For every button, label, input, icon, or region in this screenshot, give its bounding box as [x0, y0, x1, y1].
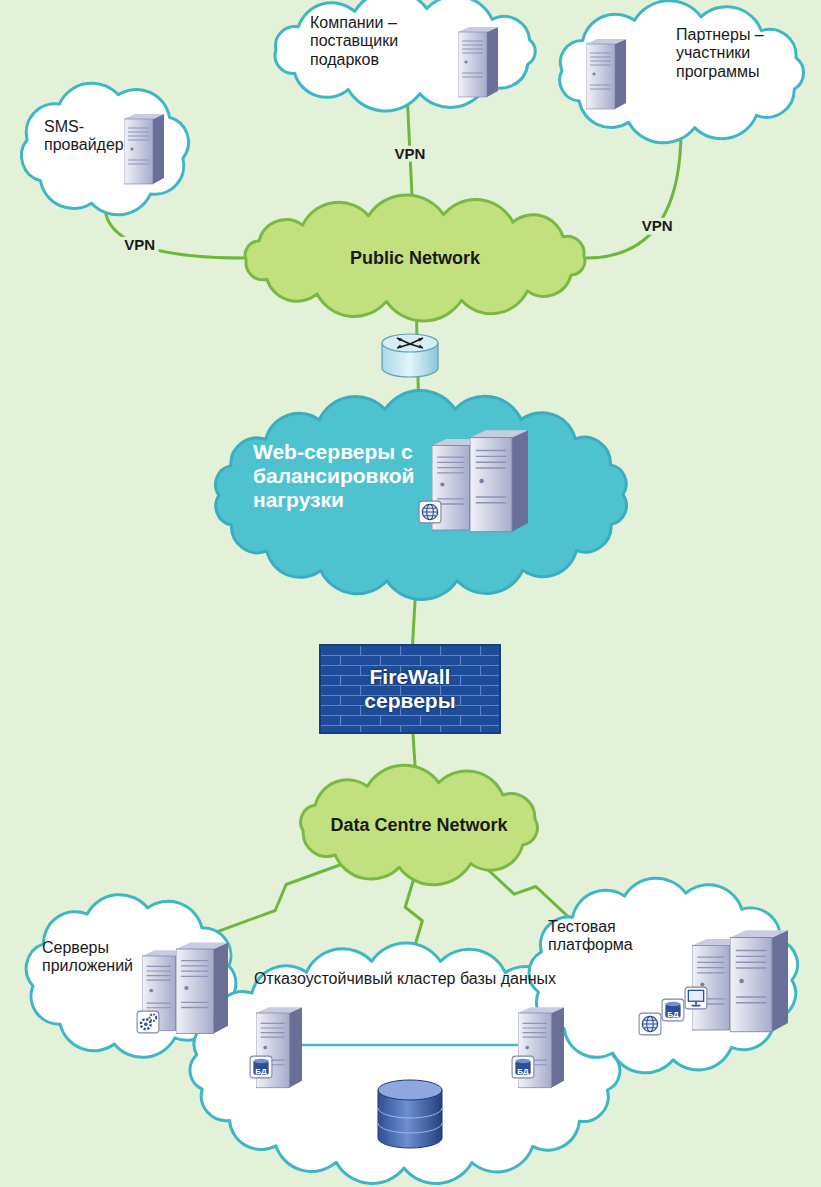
node-label: Серверы приложений — [42, 939, 152, 976]
gear-badge — [137, 1011, 159, 1033]
badge-holder: БД — [513, 1060, 533, 1078]
text-holder: Web-серверы с балансировкой нагрузки — [253, 440, 425, 512]
web-server-cloud: Web-серверы с балансировкой нагрузки — [205, 394, 637, 596]
provider-cloud: SMS-провайдер — [12, 80, 198, 218]
node-label: SMS-провайдер — [44, 118, 136, 155]
network-cloud: Data Centre Network — [288, 768, 550, 882]
text-holder: Тестовая платформа — [548, 918, 656, 955]
text-holder: SMS-провайдер — [44, 118, 136, 155]
text-holder: Отказоустойчивый кластер базы данных — [242, 970, 568, 988]
node-label: Компании – поставщики подарков — [310, 14, 440, 69]
text-holder: Public Network — [262, 248, 568, 269]
network-cloud: Public Network — [232, 200, 598, 316]
cluster-link — [295, 1044, 520, 1047]
monitor-badge — [685, 987, 707, 1009]
text-holder: Компании – поставщики подарков — [310, 14, 440, 69]
db-badge-label: БД — [667, 1010, 678, 1019]
database-cylinder — [378, 1080, 442, 1148]
node-label: Data Centre Network — [328, 815, 510, 836]
server-icon — [458, 27, 498, 97]
node-label: Партнеры – участники программы — [676, 26, 788, 81]
node-label: Web-серверы с балансировкой нагрузки — [253, 440, 425, 512]
db-badge-label: БД — [255, 1067, 266, 1076]
node-label: Public Network — [262, 248, 568, 269]
server-icon — [256, 1007, 302, 1088]
globe-badge — [419, 501, 441, 523]
badge-holder: БД — [663, 1003, 683, 1021]
server-icon — [586, 39, 626, 109]
edge-label: VPN — [121, 237, 158, 254]
text-holder: FireWall серверы — [330, 665, 490, 713]
db-badge-label: БД — [517, 1067, 528, 1076]
globe-badge — [639, 1013, 661, 1035]
node-label: FireWall серверы — [330, 665, 490, 713]
lightning-link — [212, 862, 349, 934]
badge-holder: БД — [251, 1060, 271, 1078]
db-badge — [250, 1056, 272, 1078]
db-badge — [512, 1056, 534, 1078]
supplier-cloud: Компании – поставщики подарков — [262, 0, 548, 108]
node-label: Отказоустойчивый кластер базы данных — [242, 970, 568, 988]
edge-label: VPN — [392, 146, 429, 163]
lightning-link — [481, 863, 569, 917]
cloud-shape — [262, 0, 548, 108]
text-holder: Серверы приложений — [42, 939, 152, 976]
db-badge — [662, 999, 684, 1021]
server-icon — [124, 114, 164, 184]
server-icon — [730, 930, 788, 1032]
router-symbol — [382, 334, 438, 377]
text-holder: Data Centre Network — [328, 815, 510, 836]
edge-label: VPN — [639, 218, 676, 235]
network-link — [586, 130, 681, 258]
server-icon — [176, 943, 228, 1034]
firewall-box: FireWall серверы — [320, 645, 500, 733]
server-icon — [470, 430, 528, 532]
text-holder: Партнеры – участники программы — [676, 26, 788, 81]
node-label: Тестовая платформа — [548, 918, 656, 955]
server-icon — [518, 1007, 564, 1088]
